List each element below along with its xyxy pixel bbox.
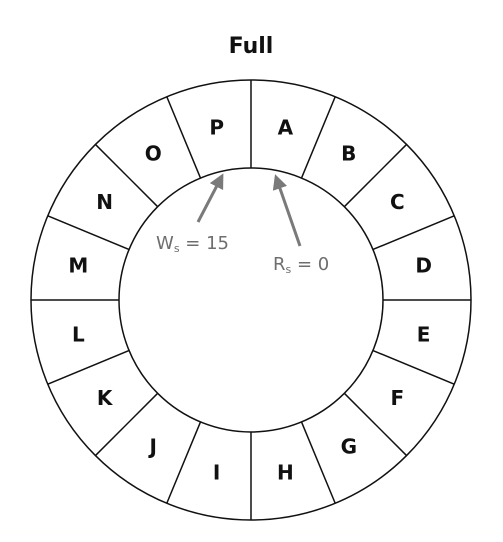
segment-label-b: B [341,142,356,166]
read-pointer-arrow [272,174,302,247]
segment-divider [94,143,159,208]
segment-divider [343,392,408,457]
segment-label-f: F [391,386,405,410]
ring-buffer: A B C D E F G H I J K L M N O P [30,79,472,521]
segment-divider [47,215,130,251]
segment-label-m: M [68,254,88,278]
segment-label-k: K [97,386,114,410]
segment-divider [372,349,455,385]
diagram-title: Full [229,34,274,59]
segment-label-a: A [278,115,294,139]
segment-label-e: E [417,322,431,346]
segment-label-p: P [209,115,224,139]
segment-divider [94,392,159,457]
read-pointer-label: Rs = 0 [273,254,329,276]
segment-label-d: D [415,254,432,278]
segment-divider [343,143,408,208]
segment-divider [166,96,202,179]
segment-label-n: N [96,190,113,214]
segment-label-i: I [213,461,220,485]
inner-ring-border [118,167,384,433]
write-pointer-arrow [196,173,224,223]
segment-label-c: C [390,190,405,214]
segment-divider [166,421,202,504]
segment-divider [47,349,130,385]
segment-label-o: O [145,142,162,166]
write-pointer-label: Ws = 15 [156,233,229,255]
segment-divider [300,421,336,504]
write-pointer: Ws = 15 [156,173,229,255]
segment-label-g: G [341,434,357,458]
segment-label-h: H [277,461,294,485]
segment-divider [300,96,336,179]
segment-divider [372,215,455,251]
read-pointer: Rs = 0 [272,174,329,276]
segment-label-l: L [72,322,85,346]
segment-label-j: J [147,434,156,458]
